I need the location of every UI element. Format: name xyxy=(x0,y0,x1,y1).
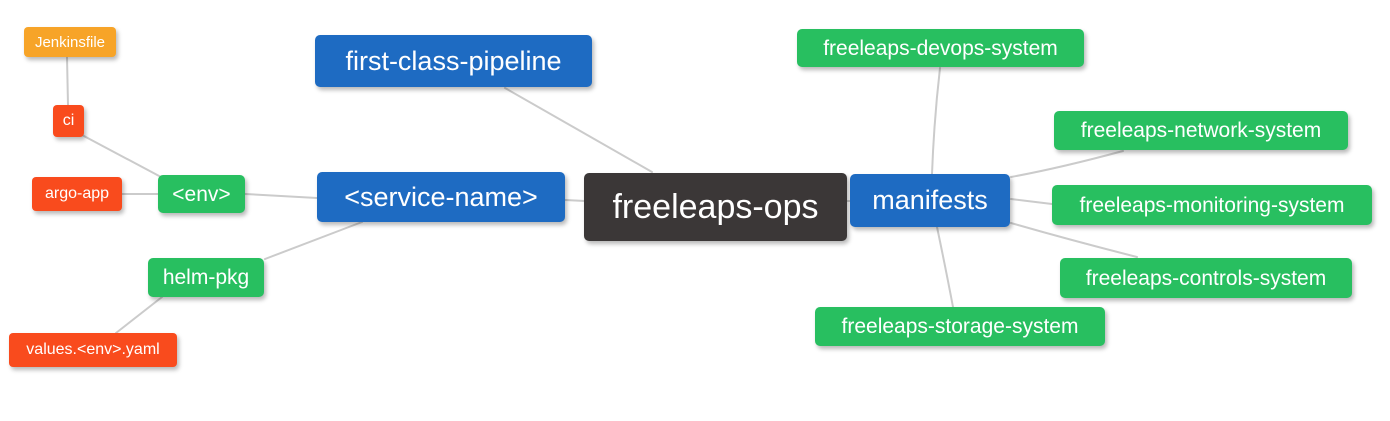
edge-env-service-name xyxy=(244,193,318,199)
edge-helm-pkg-values xyxy=(115,296,163,334)
node-first-class-pipeline[interactable]: first-class-pipeline xyxy=(315,35,592,87)
edge-service-name-ops xyxy=(564,199,586,202)
node-monitoring-system[interactable]: freeleaps-monitoring-system xyxy=(1052,185,1372,225)
node-freeleaps-ops[interactable]: freeleaps-ops xyxy=(584,173,847,241)
edge-service-name-helm-pkg xyxy=(264,221,363,260)
edge-pipeline-freeleaps-ops xyxy=(504,87,653,173)
node-values-env-yaml[interactable]: values.<env>.yaml xyxy=(9,333,177,367)
edge-ci-env xyxy=(81,134,162,178)
node-network-system[interactable]: freeleaps-network-system xyxy=(1054,111,1348,150)
edge-manifests-storage xyxy=(936,226,954,308)
edge-manifests-network xyxy=(1010,150,1124,178)
edge-manifests-monitoring xyxy=(1010,198,1053,205)
node-manifests[interactable]: manifests xyxy=(850,174,1010,227)
node-env[interactable]: <env> xyxy=(158,175,245,213)
node-ci[interactable]: ci xyxy=(53,105,84,137)
edge-manifests-controls xyxy=(1010,222,1138,258)
node-storage-system[interactable]: freeleaps-storage-system xyxy=(815,307,1105,346)
edge-manifests-devops xyxy=(931,67,941,175)
edge-jenkinsfile-ci xyxy=(66,56,69,106)
node-service-name[interactable]: <service-name> xyxy=(317,172,565,222)
node-argo-app[interactable]: argo-app xyxy=(32,177,122,211)
node-helm-pkg[interactable]: helm-pkg xyxy=(148,258,264,297)
node-devops-system[interactable]: freeleaps-devops-system xyxy=(797,29,1084,67)
node-controls-system[interactable]: freeleaps-controls-system xyxy=(1060,258,1352,298)
node-jenkinsfile[interactable]: Jenkinsfile xyxy=(24,27,116,57)
